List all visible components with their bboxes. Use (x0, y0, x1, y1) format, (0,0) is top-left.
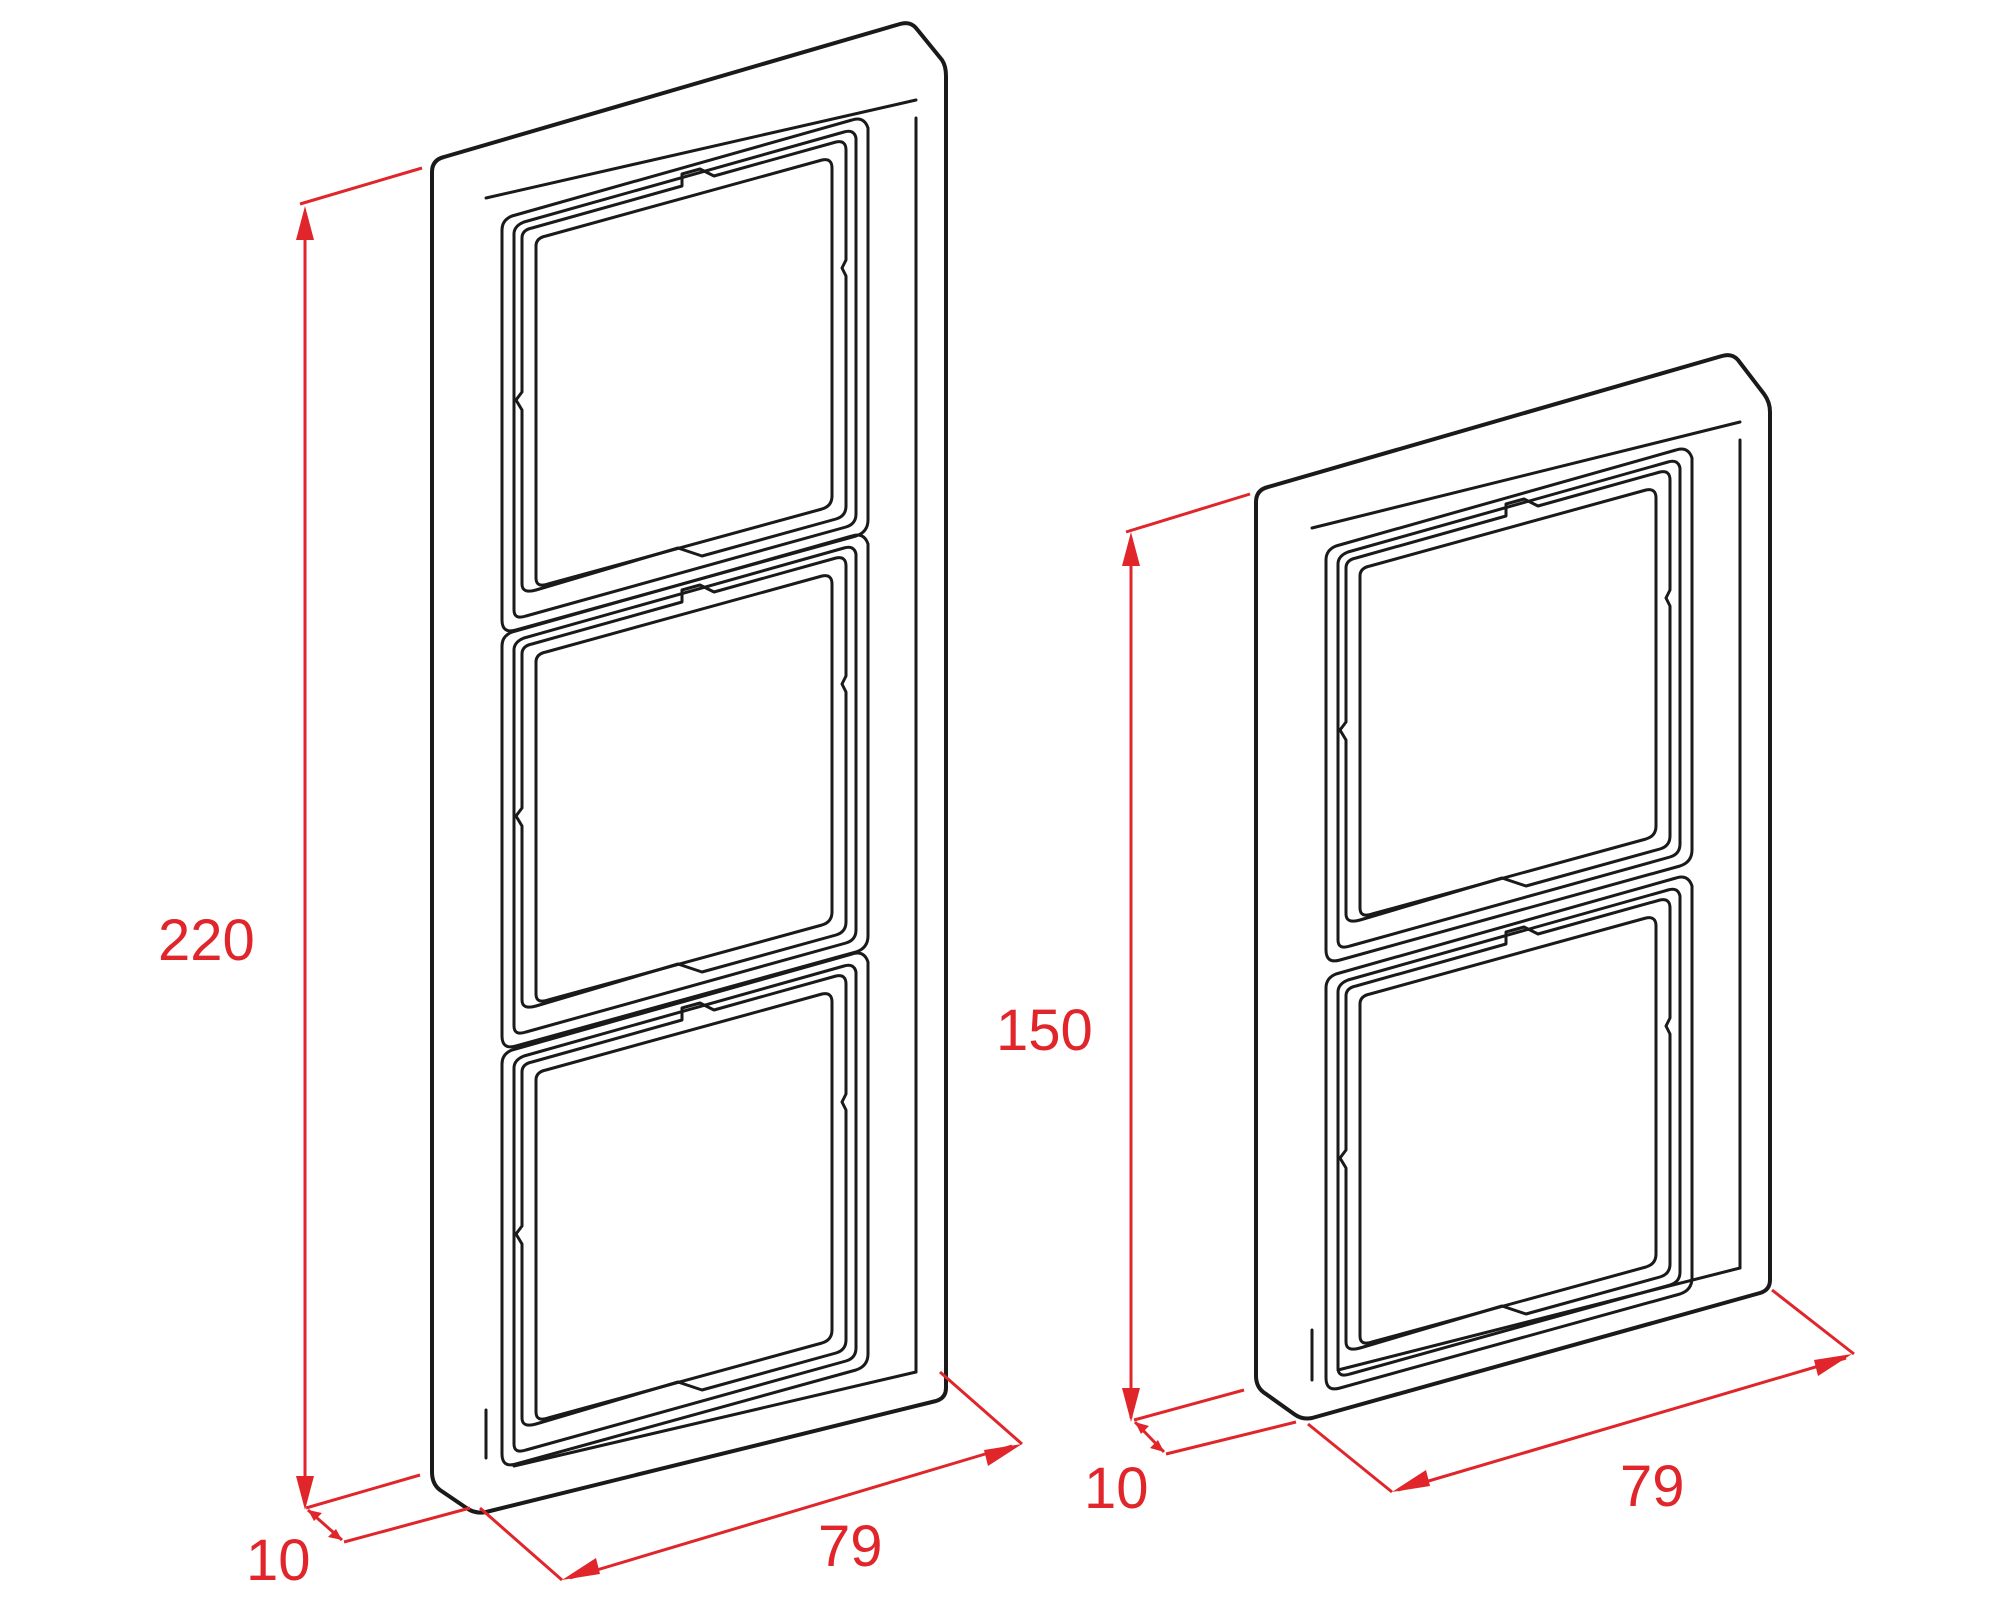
arrow-down-icon (296, 1476, 314, 1510)
width-label: 79 (1620, 1454, 1685, 1519)
arrow-icon (1150, 1440, 1164, 1452)
opening-2 (500, 533, 870, 1049)
triple-frame-dimensions: 220 10 79 (158, 166, 1023, 1593)
height-label: 220 (158, 908, 255, 973)
arrow-icon (328, 1529, 342, 1540)
arrow-icon (1392, 1470, 1430, 1492)
arrow-icon (1135, 1422, 1149, 1434)
double-frame (1254, 353, 1772, 1421)
double-frame-outline (1254, 353, 1772, 1421)
arrow-icon (562, 1558, 600, 1580)
arrow-icon (1814, 1354, 1852, 1376)
arrow-up-icon (1122, 532, 1140, 566)
double-frame-dimensions: 150 10 79 (996, 492, 1855, 1521)
arrow-down-icon (1122, 1388, 1140, 1422)
width-label: 79 (818, 1514, 883, 1579)
height-label: 150 (996, 998, 1093, 1063)
arrow-icon (308, 1510, 322, 1521)
opening-2 (1324, 875, 1694, 1391)
triple-frame (430, 21, 948, 1515)
opening-3 (500, 951, 870, 1467)
arrow-up-icon (296, 206, 314, 240)
triple-frame-outline (430, 21, 948, 1515)
opening-1 (1324, 447, 1694, 963)
depth-label: 10 (246, 1528, 311, 1593)
depth-label: 10 (1084, 1456, 1149, 1521)
arrow-icon (984, 1444, 1022, 1466)
opening-1 (500, 117, 870, 633)
